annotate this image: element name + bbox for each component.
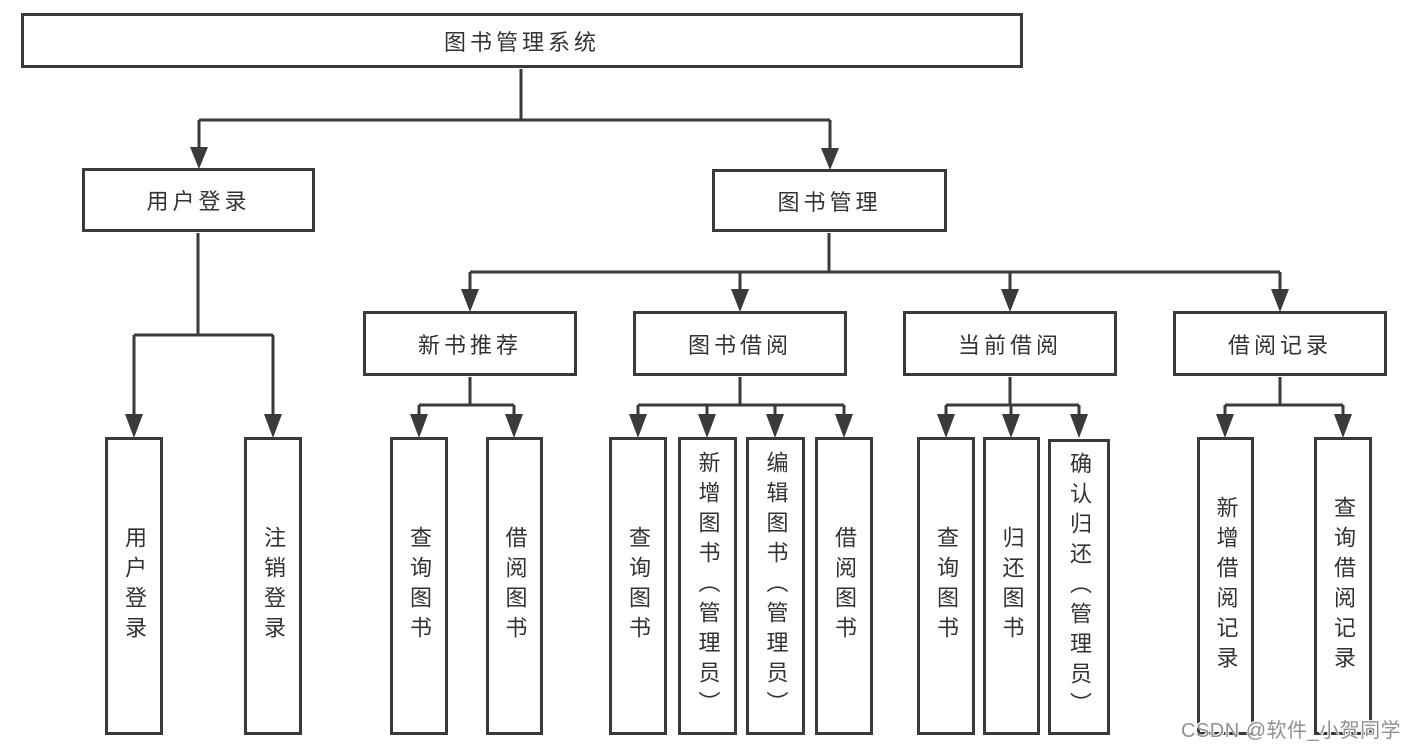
- leaf-label: 归还图书: [999, 526, 1025, 646]
- box-current-borrow: 当前借阅: [903, 311, 1117, 376]
- box-label: 借阅记录: [1227, 332, 1332, 358]
- box-user-login: 用户登录: [82, 168, 315, 232]
- box-label: 当前借阅: [957, 332, 1062, 358]
- leaf-query-books-current: 查询图书: [917, 437, 975, 735]
- box-label: 用户登录: [146, 189, 251, 214]
- leaf-query-books-recommend: 查询图书: [390, 437, 448, 735]
- leaf-label: 用户登录: [122, 526, 147, 646]
- leaf-add-book-admin: 新增图书（管理员）: [678, 437, 737, 735]
- leaf-label: 新增图书（管理员）: [695, 451, 721, 721]
- box-label: 图书借阅: [687, 332, 792, 358]
- leaf-label: 确认归还（管理员）: [1067, 452, 1092, 722]
- leaf-label: 借阅图书: [832, 526, 857, 646]
- box-label: 新书推荐: [417, 332, 522, 358]
- box-label: 图书管理系统: [443, 29, 600, 55]
- box-borrow-records: 借阅记录: [1173, 311, 1387, 376]
- leaf-add-borrow-record: 新增借阅记录: [1197, 437, 1254, 735]
- box-book-management: 图书管理: [712, 169, 947, 232]
- leaf-label: 查询图书: [407, 526, 432, 646]
- leaf-label: 查询图书: [626, 526, 651, 646]
- csdn-watermark: CSDN @软件_小贺同学: [1181, 720, 1402, 742]
- arrowheads: [125, 147, 1352, 438]
- leaf-label: 查询图书: [934, 526, 959, 646]
- leaf-label: 借阅图书: [502, 526, 528, 646]
- leaf-label: 新增借阅记录: [1213, 496, 1239, 676]
- leaf-label: 查询借阅记录: [1331, 496, 1356, 676]
- leaf-query-borrow-record: 查询借阅记录: [1314, 437, 1372, 735]
- leaf-borrow-books: 借阅图书: [815, 437, 873, 735]
- leaf-confirm-return-admin: 确认归还（管理员）: [1048, 439, 1110, 735]
- box-label: 图书管理: [777, 189, 882, 215]
- leaf-user-login: 用户登录: [105, 437, 163, 735]
- leaf-query-books-borrow: 查询图书: [609, 437, 667, 735]
- leaf-label: 编辑图书（管理员）: [763, 451, 789, 721]
- leaf-label: 注销登录: [261, 526, 286, 646]
- box-book-borrow: 图书借阅: [633, 311, 847, 376]
- box-new-book-recommend: 新书推荐: [363, 311, 577, 376]
- box-book-management-system: 图书管理系统: [21, 13, 1023, 68]
- leaf-return-book: 归还图书: [983, 437, 1040, 735]
- leaf-logout: 注销登录: [244, 437, 302, 735]
- leaf-edit-book-admin: 编辑图书（管理员）: [746, 437, 805, 735]
- leaf-borrow-books-recommend: 借阅图书: [486, 437, 543, 735]
